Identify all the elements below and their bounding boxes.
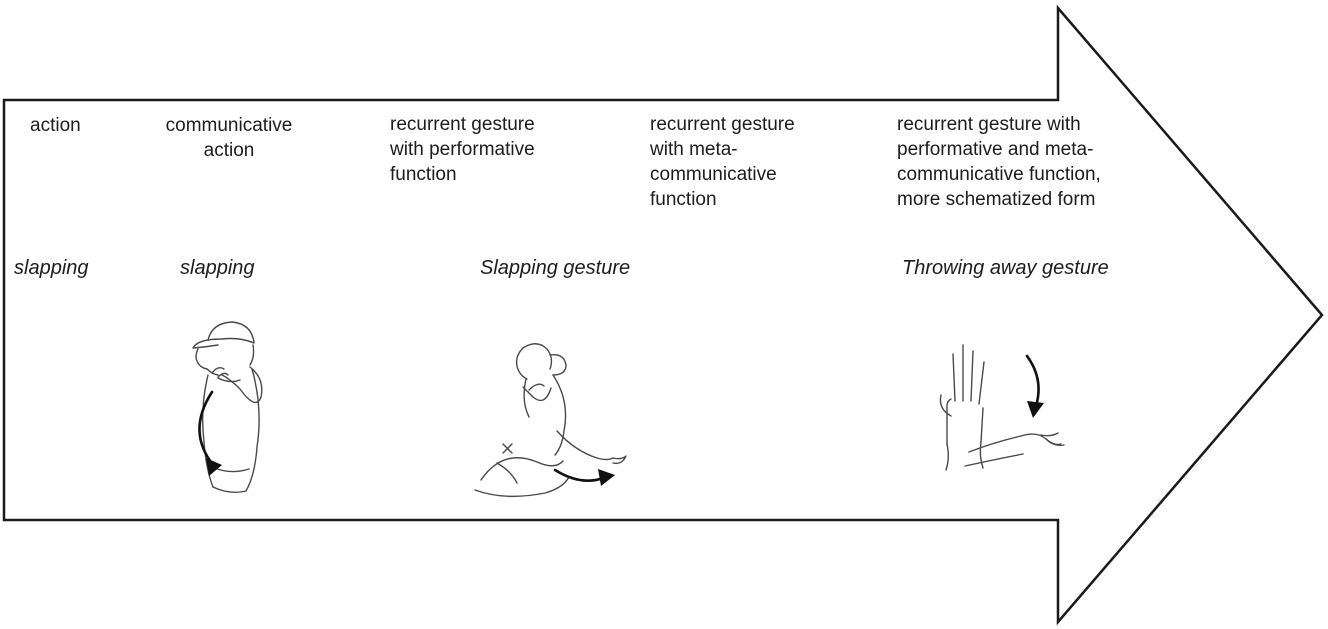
throwing-away-hands-sketch — [939, 344, 1065, 471]
stage-label-communicative-action: communicative action — [165, 115, 293, 161]
stage-label-recurrent-metacommunicative: recurrent gesture with meta- communicati… — [650, 114, 795, 210]
stage-label-recurrent-schematized: recurrent gesture with performative and … — [897, 114, 1101, 210]
example-slapping-action: slapping — [14, 257, 89, 279]
stage-label-action: action — [30, 115, 81, 136]
example-slapping-gesture: Slapping gesture — [480, 257, 631, 279]
example-slapping-communicative: slapping — [180, 257, 255, 279]
stage-label-recurrent-performative: recurrent gesture with performative func… — [390, 114, 535, 185]
slapping-gesture-seated-sketch — [474, 343, 627, 498]
example-throwing-away-gesture: Throwing away gesture — [902, 257, 1109, 279]
slapping-person-sketch — [192, 321, 263, 494]
